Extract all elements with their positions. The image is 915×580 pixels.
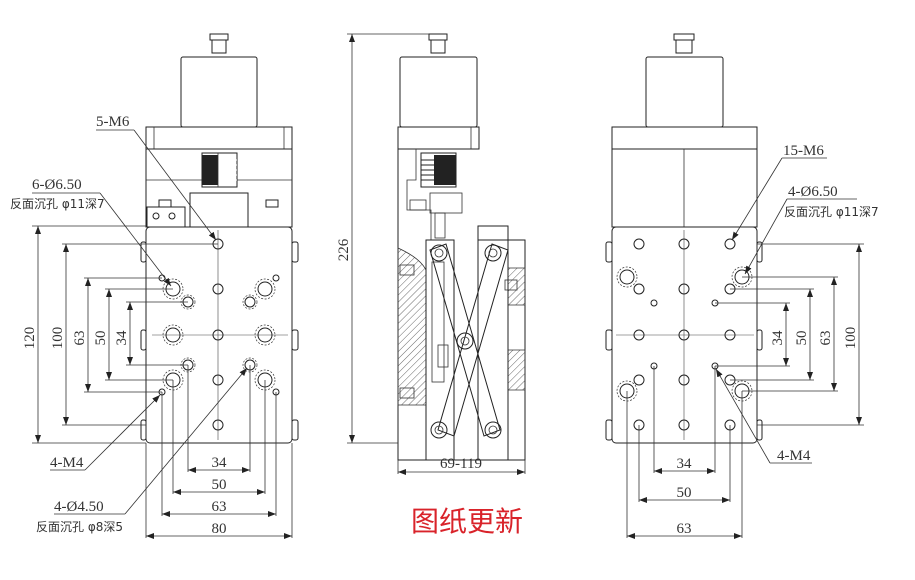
dim-label: 34	[114, 330, 130, 346]
callout-m4: 4-M4	[777, 448, 811, 464]
dim-label: 63	[72, 331, 88, 346]
left-view: 120 100 63 50 34 34 50 63 80 5	[10, 33, 299, 539]
left-callouts: 5-M6 6-Ø6.50 反面沉孔 φ11深7 4-M4 4-Ø4.50 反面沉…	[10, 114, 248, 534]
scissor-mechanism	[429, 243, 509, 439]
motor-body	[645, 56, 724, 128]
hole-pattern	[616, 238, 753, 431]
motor-body	[180, 56, 258, 128]
dim-label: 34	[770, 330, 786, 346]
motor-flange	[611, 126, 758, 150]
right-callouts: 15-M6 4-Ø6.50 反面沉孔 φ11深7 4-M4	[715, 143, 879, 464]
dim-label: 63	[818, 331, 834, 346]
dim-label: 100	[843, 327, 859, 350]
callout-m6: 5-M6	[96, 114, 130, 130]
callout-thru-holes: 4-Ø6.50	[788, 184, 838, 200]
callout-small-holes-note: 反面沉孔 φ8深5	[36, 520, 123, 534]
motor-knob	[428, 33, 448, 41]
motor-flange	[145, 126, 293, 150]
callout-m6: 15-M6	[783, 143, 824, 159]
motor-flange	[397, 126, 480, 150]
callout-m4: 4-M4	[50, 455, 84, 471]
motor-knob	[673, 33, 695, 41]
left-horizontal-dimensions: 34 50 63 80	[145, 365, 293, 539]
right-horizontal-dimensions: 34 50 63	[626, 366, 743, 539]
dim-label: 50	[212, 477, 227, 493]
dim-label: 50	[93, 331, 109, 346]
side-view: 226 69-119	[336, 33, 526, 475]
dim-label: 50	[677, 485, 692, 501]
dim-label: 63	[212, 499, 227, 515]
callout-small-holes: 4-Ø4.50	[54, 499, 104, 515]
right-vertical-dimensions: 34 50 63 100	[715, 243, 864, 426]
dim-label: 120	[22, 327, 38, 350]
callout-thru-holes: 6-Ø6.50	[32, 177, 82, 193]
dim-label: 63	[677, 521, 692, 537]
dim-label: 80	[212, 521, 227, 537]
dim-label: 100	[50, 327, 66, 350]
left-vertical-dimensions: 120 100 63 50 34	[22, 225, 218, 444]
stroke-dimension: 69-119	[440, 456, 482, 472]
motor-knob	[209, 33, 229, 41]
motor-body	[399, 56, 478, 128]
height-dimension: 226	[336, 238, 352, 261]
callout-thru-holes-note: 反面沉孔 φ11深7	[10, 197, 105, 211]
callout-thru-holes-note: 反面沉孔 φ11深7	[784, 205, 879, 219]
dim-label: 50	[794, 331, 810, 346]
right-view: 34 50 63 100 34 50 63 15-M6 4-Ø6.50	[605, 33, 879, 539]
dim-label: 34	[677, 456, 693, 472]
dim-label: 34	[212, 455, 228, 471]
drawing-update-label: 图纸更新	[411, 505, 523, 538]
